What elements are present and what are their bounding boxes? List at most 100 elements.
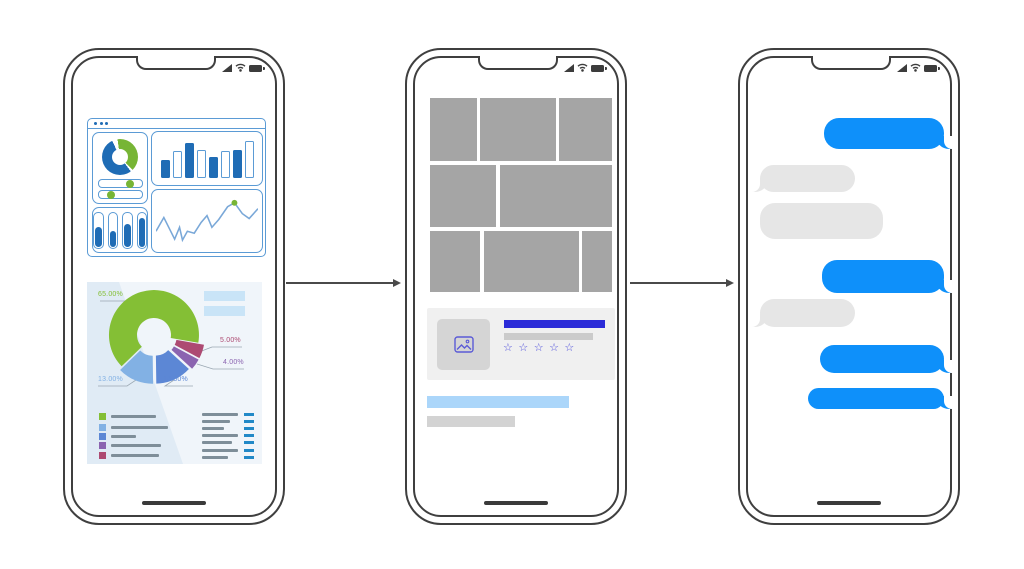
- highlight-text-bar: [427, 396, 569, 408]
- legend-text-bar: [111, 444, 161, 447]
- chat-bubble[interactable]: [820, 345, 952, 373]
- pill-bar-fill: [109, 230, 116, 247]
- list-value-dash: [244, 427, 254, 430]
- legend-swatch: [99, 442, 106, 449]
- donut-percent-label: 13.00%: [163, 376, 188, 383]
- phone-chat: [738, 48, 960, 525]
- list-text-bar: [202, 413, 238, 416]
- status-bar: [222, 63, 265, 72]
- image-tile[interactable]: [430, 231, 480, 292]
- report-panel: 65.00% 5.00% 4.00% 13.00% 13.00%: [87, 282, 262, 464]
- donut-segment: [174, 339, 204, 359]
- subtitle-placeholder-bar: [504, 333, 593, 340]
- data-point-marker: [231, 199, 238, 206]
- image-tile[interactable]: [480, 98, 556, 161]
- list-value-dash: [244, 456, 254, 459]
- line-chart: [156, 199, 258, 243]
- donut-percent-label: 5.00%: [220, 337, 241, 344]
- bar: [244, 140, 254, 178]
- slider-knob[interactable]: [125, 179, 134, 188]
- donut-segment: [120, 350, 154, 384]
- list-value-dash: [244, 441, 254, 444]
- home-indicator: [817, 501, 881, 505]
- phone-gallery: ☆ ☆ ☆ ☆ ☆: [405, 48, 627, 525]
- title-placeholder-bar: [504, 320, 605, 328]
- image-tile[interactable]: [582, 231, 612, 292]
- image-tile[interactable]: [430, 98, 477, 161]
- bar: [184, 142, 194, 178]
- wifi-icon: [577, 63, 588, 72]
- list-value-dash: [244, 420, 254, 423]
- leader-line: [196, 363, 244, 370]
- list-value-dash: [244, 413, 254, 416]
- notch: [136, 56, 216, 70]
- window-dot-icon: [105, 122, 108, 125]
- summary-bar: [204, 291, 245, 301]
- slider-control[interactable]: [98, 179, 143, 188]
- status-bar: [564, 63, 607, 72]
- window-dot-icon: [94, 122, 97, 125]
- pill-bar-chart: [93, 212, 147, 249]
- leader-line: [198, 346, 242, 353]
- leader-line: [98, 379, 137, 387]
- wifi-icon: [910, 63, 921, 72]
- chat-bubble[interactable]: [752, 299, 855, 327]
- donut-segment: [108, 290, 199, 367]
- image-placeholder[interactable]: [437, 319, 490, 370]
- legend-text-bar: [111, 435, 136, 438]
- chat-bubble[interactable]: [824, 118, 952, 149]
- text-placeholder-bar: [427, 416, 515, 427]
- list-value-dash: [244, 449, 254, 452]
- pill-bar: [93, 212, 104, 249]
- chat-bubble[interactable]: [808, 388, 952, 409]
- list-text-bar: [202, 427, 224, 430]
- bar: [220, 151, 230, 178]
- window-dot-icon: [99, 122, 103, 125]
- bar: [208, 156, 218, 178]
- pill-bar-fill: [95, 226, 102, 247]
- browser-header: [88, 119, 265, 129]
- home-indicator: [142, 501, 206, 505]
- signal-icon: [897, 64, 907, 72]
- slider-control[interactable]: [98, 190, 143, 199]
- bar: [160, 160, 170, 178]
- bar-chart-widget: [151, 131, 263, 186]
- legend-text-bar: [111, 426, 168, 429]
- list-text-bar: [202, 420, 230, 423]
- pill-bar-fill: [124, 223, 131, 247]
- legend-swatch: [99, 452, 106, 459]
- phone-gallery-screen: ☆ ☆ ☆ ☆ ☆: [413, 56, 619, 517]
- leader-line: [163, 379, 193, 387]
- pill-bar: [107, 212, 118, 249]
- image-tile[interactable]: [500, 165, 612, 227]
- battery-icon: [924, 65, 940, 72]
- flow-arrow: [630, 279, 734, 287]
- home-indicator: [484, 501, 548, 505]
- signal-icon: [564, 64, 574, 72]
- battery-icon: [591, 65, 607, 72]
- status-bar: [897, 63, 940, 72]
- battery-icon: [249, 65, 265, 72]
- phone-dashboard-screen: 65.00% 5.00% 4.00% 13.00% 13.00%: [71, 56, 277, 517]
- line-chart-widget: [151, 189, 263, 253]
- image-tile[interactable]: [430, 165, 496, 227]
- chat-bubble[interactable]: [752, 165, 855, 192]
- donut-percent-label: 4.00%: [223, 359, 244, 366]
- chat-bubble[interactable]: [760, 203, 883, 239]
- donut-percent-label: 65.00%: [98, 291, 123, 298]
- image-tile[interactable]: [484, 231, 579, 292]
- product-card[interactable]: ☆ ☆ ☆ ☆ ☆: [427, 308, 615, 380]
- chat-bubble[interactable]: [822, 260, 952, 293]
- slider-knob[interactable]: [107, 190, 116, 199]
- donut-percent-label: 13.00%: [98, 376, 123, 383]
- phone-chat-screen: [746, 56, 952, 517]
- star-rating[interactable]: ☆ ☆ ☆ ☆ ☆: [503, 341, 576, 354]
- list-text-bar: [202, 456, 228, 459]
- image-tile[interactable]: [559, 98, 612, 161]
- panel-sheen: [119, 282, 262, 464]
- signal-icon: [222, 64, 232, 72]
- donut-segment: [155, 350, 189, 384]
- summary-bar: [204, 306, 245, 316]
- bar: [196, 149, 206, 178]
- list-text-bar: [202, 449, 238, 452]
